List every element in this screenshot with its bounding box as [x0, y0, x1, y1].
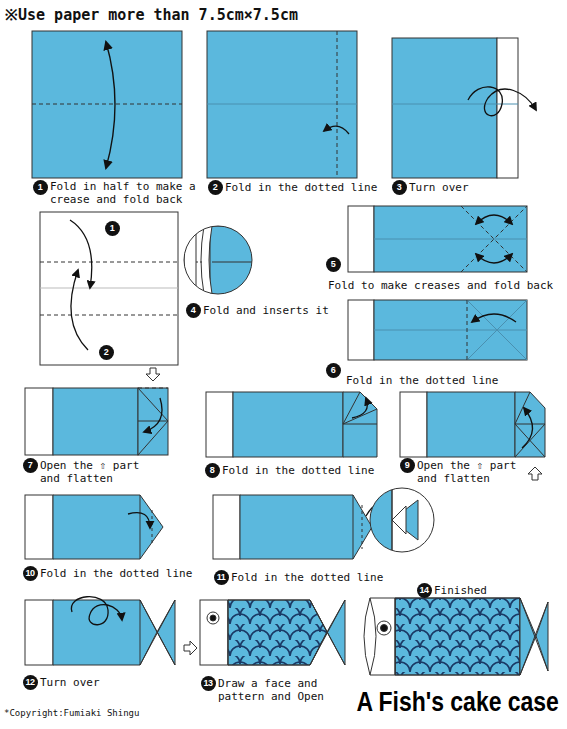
step-number-text: 9	[405, 461, 410, 470]
step-number: 9	[400, 458, 415, 473]
step-caption: Turn over	[40, 676, 100, 689]
step-number: 1	[33, 180, 48, 195]
step-number: 2	[208, 180, 223, 195]
step-number-text: 1	[110, 224, 115, 233]
step-number: 3	[392, 180, 407, 195]
step4-figure	[40, 212, 254, 365]
step-number: 4	[186, 303, 201, 318]
step-number: 2	[99, 345, 114, 360]
step-number: 7	[23, 458, 38, 473]
step-caption: Fold in the dotted line	[225, 181, 377, 194]
step-number: 5	[326, 257, 341, 272]
step-number: 10	[23, 566, 38, 581]
step-caption: Finished	[434, 584, 487, 597]
step3-figure	[392, 38, 536, 178]
step13-figure	[184, 600, 345, 665]
step2-figure	[207, 31, 357, 178]
step-number-text: 5	[331, 260, 336, 269]
step-number-text: 4	[191, 306, 196, 315]
header-note: ※Use paper more than 7.5cm×7.5cm	[5, 6, 298, 24]
step-number-text: 2	[104, 348, 109, 357]
step14-figure	[364, 598, 548, 675]
step-number: 14	[417, 583, 432, 598]
step-number-text: 14	[419, 586, 428, 595]
step5-figure	[348, 206, 527, 272]
step-number: 13	[201, 676, 216, 691]
step-number-text: 8	[210, 466, 215, 475]
step-number-text: 7	[28, 461, 33, 470]
step-caption: Fold in the dotted line	[231, 571, 383, 584]
step10-figure	[25, 495, 163, 559]
step-number: 8	[205, 463, 220, 478]
step-caption: Draw a face and pattern and Open	[218, 677, 326, 703]
step-caption: Fold in the dotted line	[222, 464, 374, 477]
step-caption: Open the ⇧ part and flatten	[40, 459, 152, 485]
step-caption: Turn over	[409, 181, 469, 194]
title: A Fish's cake case	[357, 686, 559, 718]
step-caption: Fold to make creases and fold back	[328, 279, 553, 292]
step7-figure	[25, 368, 168, 455]
step-caption: Fold in the dotted line	[346, 374, 498, 387]
step12-figure	[25, 597, 175, 665]
step-number: 6	[326, 363, 341, 378]
step-number-text: 10	[25, 569, 34, 578]
step-number-text: 3	[397, 183, 402, 192]
step-number-text: 11	[217, 573, 226, 582]
copyright-note: *Copyright:Fumiaki Shingu	[4, 708, 139, 719]
step-number: 11	[214, 570, 229, 585]
step-number-text: 2	[213, 183, 218, 192]
step6-figure	[348, 300, 527, 360]
step-number-text: 6	[331, 366, 336, 375]
step-number: 12	[23, 675, 38, 690]
step11-figure	[213, 486, 434, 559]
step-caption: Fold in half to make a crease and fold b…	[50, 180, 202, 206]
step1-figure	[32, 31, 182, 178]
step-number: 1	[105, 221, 120, 236]
step-number-text: 12	[25, 678, 34, 687]
step-caption: Open the ⇧ part and flatten	[417, 459, 529, 485]
step-caption: Fold in the dotted line	[40, 567, 192, 580]
step8-figure	[206, 392, 377, 457]
step-caption: Fold and inserts it	[203, 304, 329, 317]
step-number-text: 13	[203, 679, 212, 688]
step-number-text: 1	[38, 183, 43, 192]
